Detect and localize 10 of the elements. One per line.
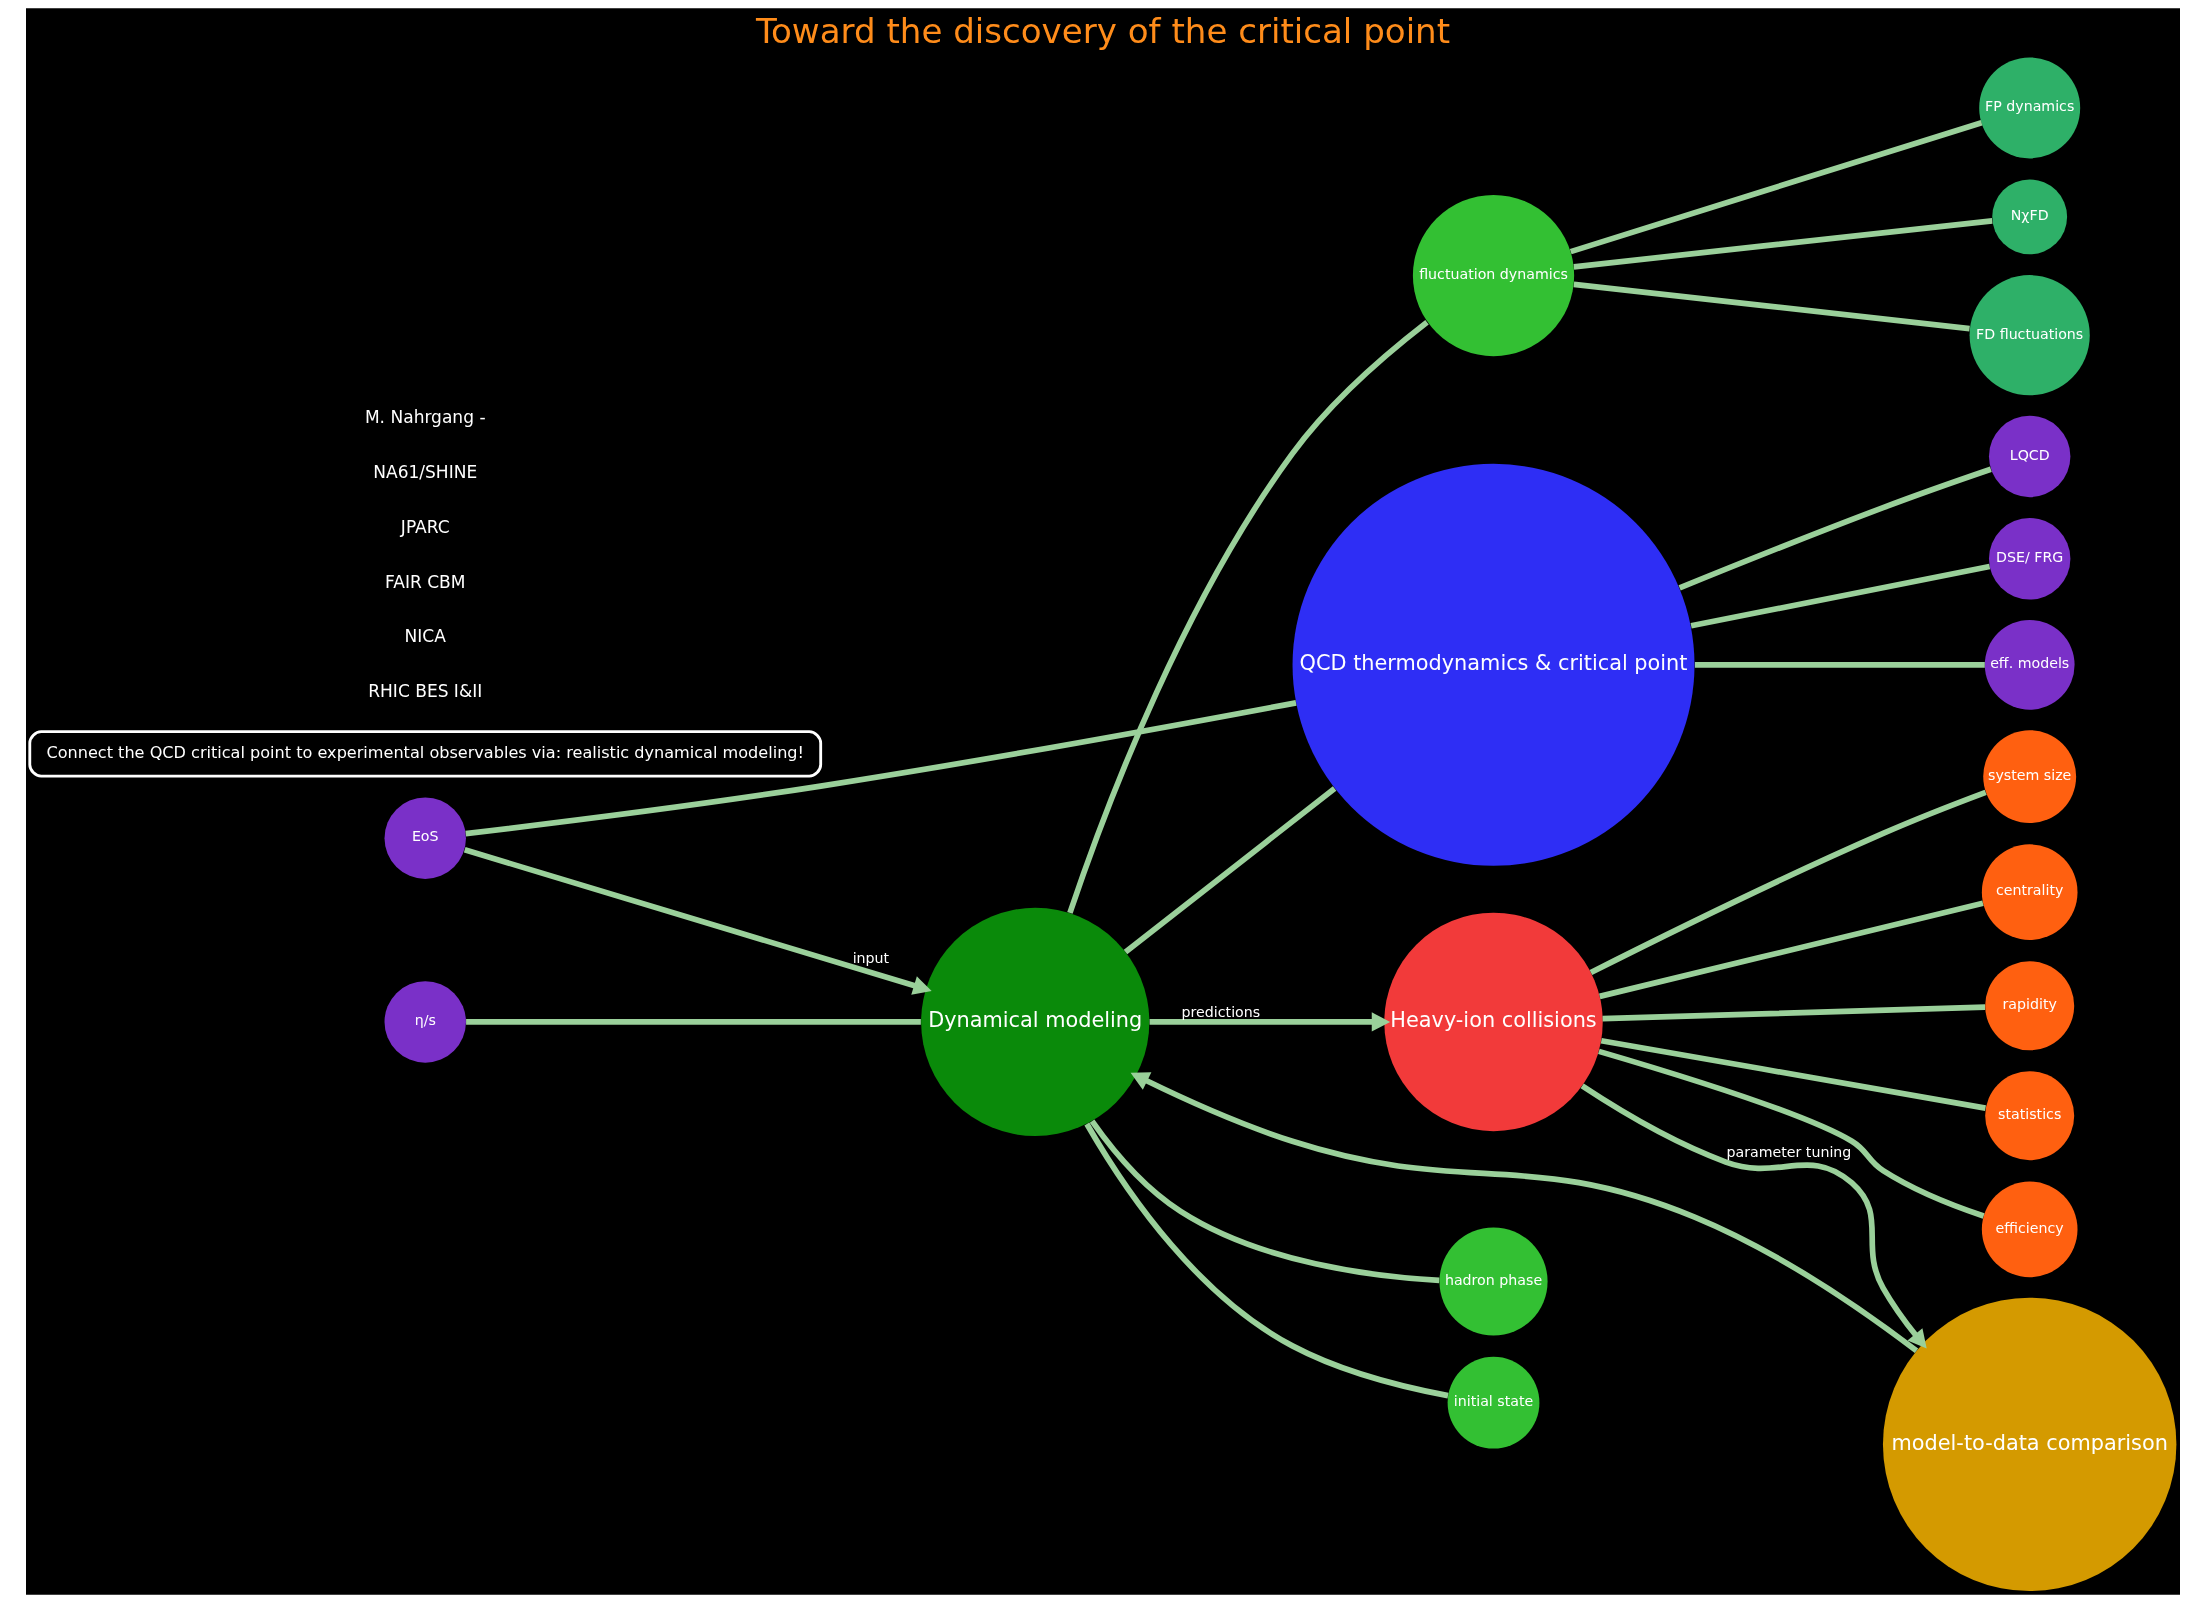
label: NICA xyxy=(404,626,446,647)
label: JPARC xyxy=(400,516,450,537)
diagram-title: Toward the discovery of the critical point xyxy=(755,11,1450,52)
edge-label: predictions xyxy=(1181,1004,1260,1021)
edge-label: parameter tuning xyxy=(1725,1144,1851,1161)
label: NA61/SHINE xyxy=(372,461,477,482)
label: M. Nahrgang - xyxy=(364,406,486,427)
edge-label: input xyxy=(852,950,889,967)
label: RHIC BES I&II xyxy=(367,681,482,702)
label: FAIR CBM xyxy=(384,571,465,592)
